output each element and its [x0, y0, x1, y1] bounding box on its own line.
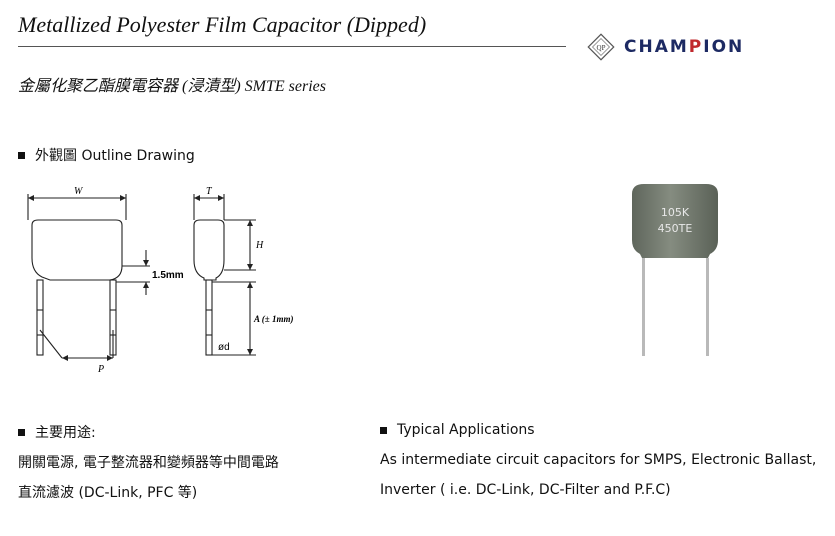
qp-diamond-icon: QP: [587, 33, 615, 61]
applications-line-1: As intermediate circuit capacitors for S…: [380, 452, 817, 468]
dimension-w-label: W: [74, 186, 84, 197]
dimension-gap-label: 1.5mm: [152, 270, 184, 281]
capacitor-marking-1: 105K: [661, 206, 690, 219]
dimension-a-label: A (± 1mm): [253, 314, 293, 324]
dimension-d-label: ød: [218, 342, 230, 353]
uses-heading: 主要用途:: [18, 422, 96, 442]
series-subtitle: 金屬化聚乙酯膜電容器 (浸漬型) SMTE series: [18, 78, 326, 95]
uses-line-1: 開關電源, 電子整流器和變頻器等中間電路: [18, 455, 279, 471]
dimension-h-label: H: [255, 240, 264, 251]
uses-line-2: 直流濾波 (DC-Link, PFC 等): [18, 485, 198, 501]
capacitor-photo: 105K 450TE: [632, 184, 718, 356]
capacitor-body: [632, 184, 718, 258]
capacitor-lead-left: [642, 258, 645, 356]
bullet-icon: [18, 428, 25, 436]
bullet-icon: [18, 151, 25, 159]
bullet-icon: [380, 426, 387, 434]
dimension-t-label: T: [206, 186, 213, 197]
outline-heading: 外觀圖 Outline Drawing: [18, 145, 195, 165]
title-underline: [18, 46, 566, 47]
outline-drawing: W T H 1.5mm A (± 1mm) ød P: [27, 186, 293, 375]
capacitor-marking-2: 450TE: [658, 222, 693, 235]
champion-logo: QP CHAMPION: [586, 32, 744, 62]
logo-wordmark: CHAMPION: [624, 37, 745, 57]
logo-mark-text: QP: [597, 44, 606, 52]
page-title: Metallized Polyester Film Capacitor (Dip…: [18, 12, 427, 37]
applications-line-2: Inverter ( i.e. DC-Link, DC-Filter and P…: [380, 482, 671, 498]
applications-heading: Typical Applications: [380, 422, 535, 438]
dimension-p-label: P: [97, 364, 104, 375]
capacitor-lead-right: [706, 258, 709, 356]
